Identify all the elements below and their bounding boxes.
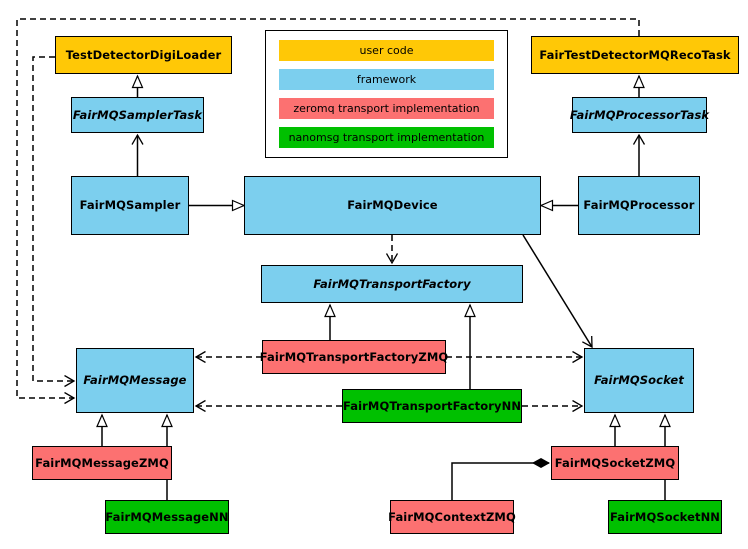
class-node-fairmqprocessortask[interactable]: FairMQProcessorTask <box>569 97 710 133</box>
class-label: FairMQMessage <box>83 373 187 388</box>
class-label: FairMQDevice <box>347 198 438 213</box>
class-label: FairMQContextZMQ <box>388 509 516 524</box>
class-label: TestDetectorDigiLoader <box>65 47 222 62</box>
class-node-fairmqsamplertask[interactable]: FairMQSamplerTask <box>71 97 204 133</box>
class-node-fairmqsocketnn[interactable]: FairMQSocketNN <box>608 500 722 534</box>
class-label: FairTestDetectorMQRecoTask <box>539 47 731 62</box>
class-label: FairMQSocketNN <box>609 509 721 524</box>
class-label: FairMQTransportFactoryNN <box>342 398 522 413</box>
legend-row-framework: framework <box>279 69 494 90</box>
class-node-fairmqtransportfactory[interactable]: FairMQTransportFactory <box>261 265 523 303</box>
legend-label-nanomsg: nanomsg transport implementation <box>288 131 485 144</box>
class-node-fairmqdevice[interactable]: FairMQDevice <box>244 176 541 235</box>
edge-device-to-socket <box>522 234 592 347</box>
class-node-fairmqcontextzmq[interactable]: FairMQContextZMQ <box>388 500 516 534</box>
class-label: FairMQSamplerTask <box>72 107 203 122</box>
class-label: FairMQMessageNN <box>105 509 229 524</box>
legend-row-nanomsg: nanomsg transport implementation <box>279 127 494 148</box>
class-label: FairMQSocket <box>594 373 684 388</box>
class-node-testdetectordigiloader[interactable]: TestDetectorDigiLoader <box>55 36 232 74</box>
legend-label-zeromq: zeromq transport implementation <box>293 102 480 115</box>
class-node-fairmqmessage[interactable]: FairMQMessage <box>76 348 194 413</box>
legend-label-framework: framework <box>356 73 417 86</box>
class-node-fairmqsocket[interactable]: FairMQSocket <box>584 348 694 413</box>
class-label: FairMQProcessorTask <box>569 107 710 122</box>
legend-row-zeromq: zeromq transport implementation <box>279 98 494 119</box>
class-label: FairMQProcessor <box>583 198 695 213</box>
class-node-fairmqprocessor[interactable]: FairMQProcessor <box>578 176 700 235</box>
edge-digiloader-to-message <box>32 56 74 381</box>
legend-box: user code framework zeromq transport imp… <box>265 30 508 158</box>
class-node-fairmqmessagezmq[interactable]: FairMQMessageZMQ <box>32 446 172 480</box>
class-label: FairMQTransportFactoryZMQ <box>259 349 449 364</box>
class-node-fairmqsocketzmq[interactable]: FairMQSocketZMQ <box>551 446 679 480</box>
legend-row-user-code: user code <box>279 40 494 61</box>
class-node-fairtestdetectormqrecotask[interactable]: FairTestDetectorMQRecoTask <box>531 36 739 74</box>
edge-contextzmq-to-socketzmq <box>451 463 549 500</box>
class-label: FairMQMessageZMQ <box>35 455 169 470</box>
class-node-fairmqmessagenn[interactable]: FairMQMessageNN <box>105 500 229 534</box>
class-label: FairMQSocketZMQ <box>554 455 676 470</box>
legend-label-user-code: user code <box>359 44 414 57</box>
class-label: FairMQTransportFactory <box>313 276 471 291</box>
class-label: FairMQSampler <box>79 198 181 213</box>
class-node-fairmqtransportfactoryzmq[interactable]: FairMQTransportFactoryZMQ <box>259 340 449 374</box>
class-node-fairmqsampler[interactable]: FairMQSampler <box>71 176 189 235</box>
class-node-fairmqtransportfactorynn[interactable]: FairMQTransportFactoryNN <box>342 389 522 423</box>
